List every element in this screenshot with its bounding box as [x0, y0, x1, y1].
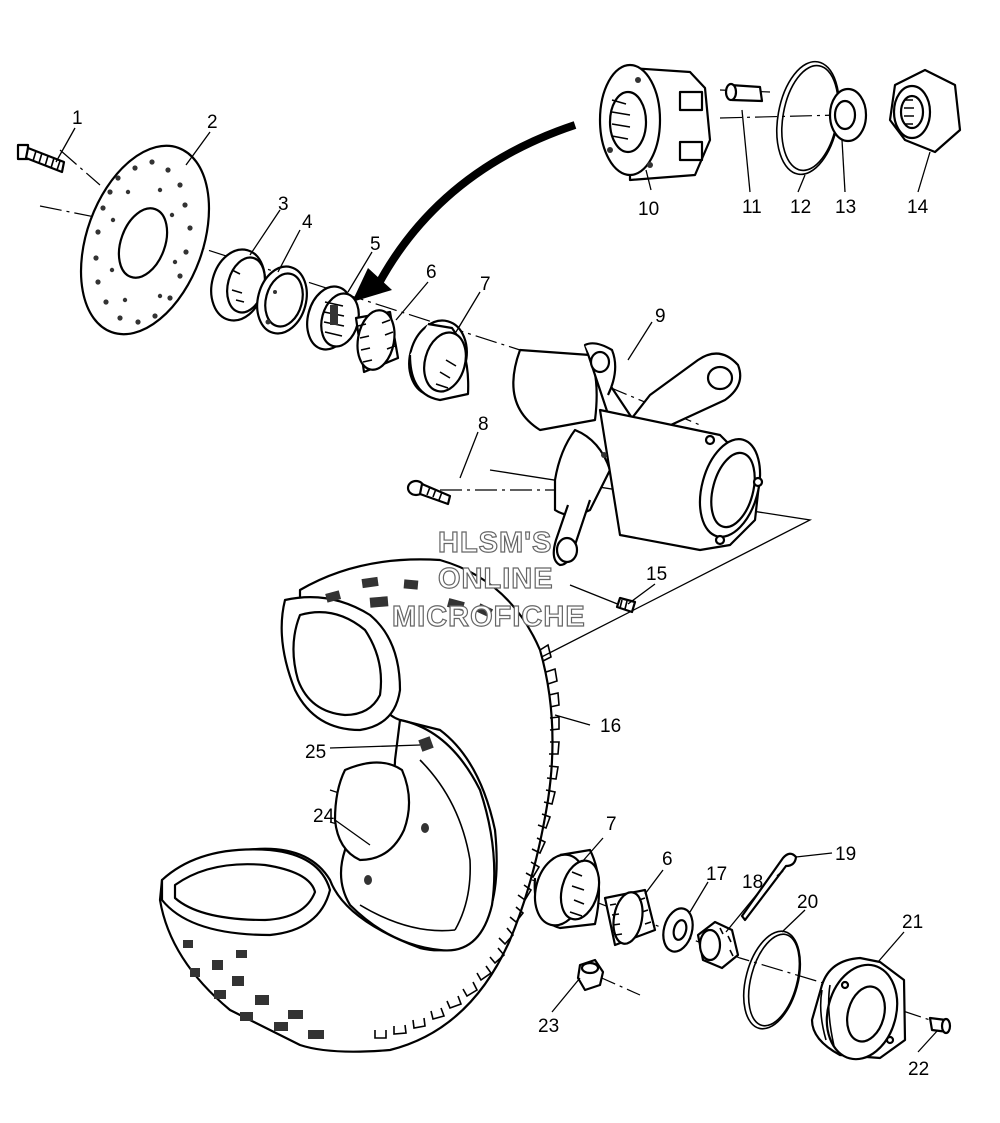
part-18-castle-nut: [696, 920, 740, 970]
callout-19: 19: [835, 844, 856, 865]
part-2-brake-disc: [79, 144, 211, 336]
part-5-bearing: [306, 285, 360, 351]
part-3-seal: [210, 248, 266, 322]
callout-1: 1: [72, 108, 83, 129]
part-24-wheel-rim: [333, 718, 496, 952]
callout-7-upper: 7: [480, 274, 491, 295]
callout-6-upper: 6: [426, 262, 437, 283]
callout-20: 20: [797, 892, 818, 913]
callout-17: 17: [706, 864, 727, 885]
callout-11: 11: [742, 197, 762, 218]
part-17-washer: [662, 907, 694, 953]
callout-7-lower: 7: [606, 814, 617, 835]
callout-2: 2: [207, 112, 218, 133]
watermark-line-2: ONLINE: [438, 563, 554, 595]
part-6-tapered-bearing-upper: [354, 309, 400, 374]
part-23-lug-nut: [576, 958, 605, 992]
part-1-bolt: [16, 143, 66, 174]
watermark-line-1: HLSM'S: [438, 527, 552, 559]
watermark: HLSM'S ONLINE MICROFICHE: [391, 526, 586, 633]
callout-12: 12: [790, 197, 811, 218]
callout-16: 16: [600, 716, 621, 737]
callout-23: 23: [538, 1016, 559, 1037]
watermark-line-3: MICROFICHE: [392, 601, 586, 633]
tire-tread-blocks: [183, 576, 494, 1039]
part-7-bearing-race-upper: [408, 319, 470, 402]
part-14-axle-nut: [888, 68, 962, 154]
part-19-cotter-pin: [740, 852, 798, 922]
part-20-o-ring: [742, 930, 802, 1030]
part-21-hub-cap: [810, 956, 907, 1061]
assembly-arrow: [352, 121, 577, 302]
part-25-valve-stem: [418, 736, 434, 752]
callout-21: 21: [902, 912, 923, 933]
leader-lines: [55, 109, 939, 1053]
callout-25: 25: [305, 742, 326, 763]
callout-18: 18: [742, 872, 763, 893]
part-6-tapered-bearing-lower: [603, 888, 657, 947]
callout-5: 5: [370, 234, 381, 255]
part-4-snap-ring: [256, 265, 308, 335]
callout-24: 24: [313, 806, 335, 827]
callout-3: 3: [278, 194, 289, 215]
part-11-pin: [724, 82, 764, 103]
callout-8: 8: [478, 414, 489, 435]
part-22-screw: [928, 1016, 952, 1035]
callout-10: 10: [638, 199, 659, 220]
callout-22: 22: [908, 1059, 929, 1080]
callout-9: 9: [655, 306, 666, 327]
callout-4: 4: [302, 212, 313, 233]
callout-6-lower: 6: [662, 849, 673, 870]
part-7-bearing-race-lower: [533, 848, 601, 930]
callout-labels: 1 2 3 4 5 6 7 8 9 10 11 12 13 14 15 16 2…: [72, 108, 929, 1080]
part-13-washer: [828, 87, 868, 143]
part-8-bolt: [406, 479, 452, 506]
callout-14: 14: [907, 197, 929, 218]
callout-13: 13: [835, 197, 856, 218]
callout-15: 15: [646, 564, 667, 585]
part-10-hub: [598, 63, 712, 182]
part-9-steering-knuckle: [512, 342, 764, 567]
part-16-tire: [158, 558, 560, 1053]
